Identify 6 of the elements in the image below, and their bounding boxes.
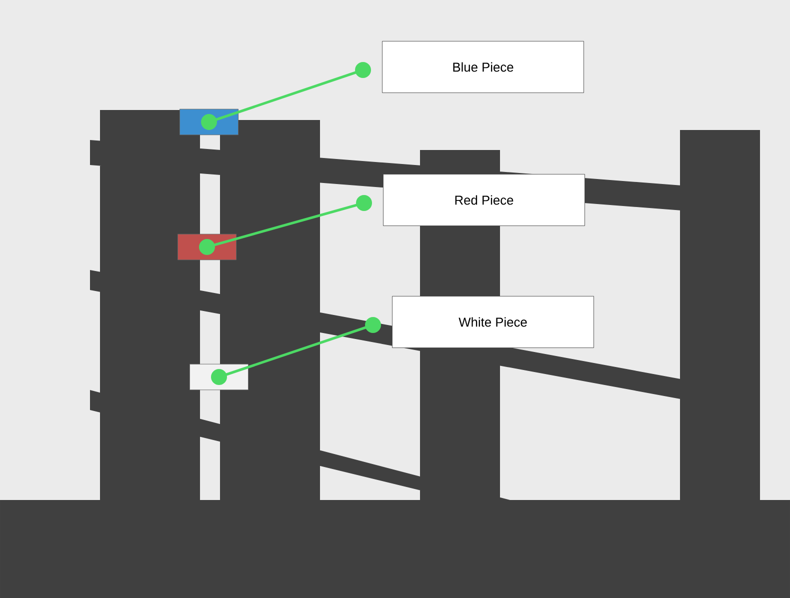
label-box: White Piece — [392, 296, 594, 348]
leader-line — [201, 62, 372, 130]
leader-line — [211, 317, 382, 385]
label-box: Red Piece — [383, 174, 585, 226]
label-box: Blue Piece — [382, 40, 584, 93]
leader-line — [199, 195, 372, 255]
